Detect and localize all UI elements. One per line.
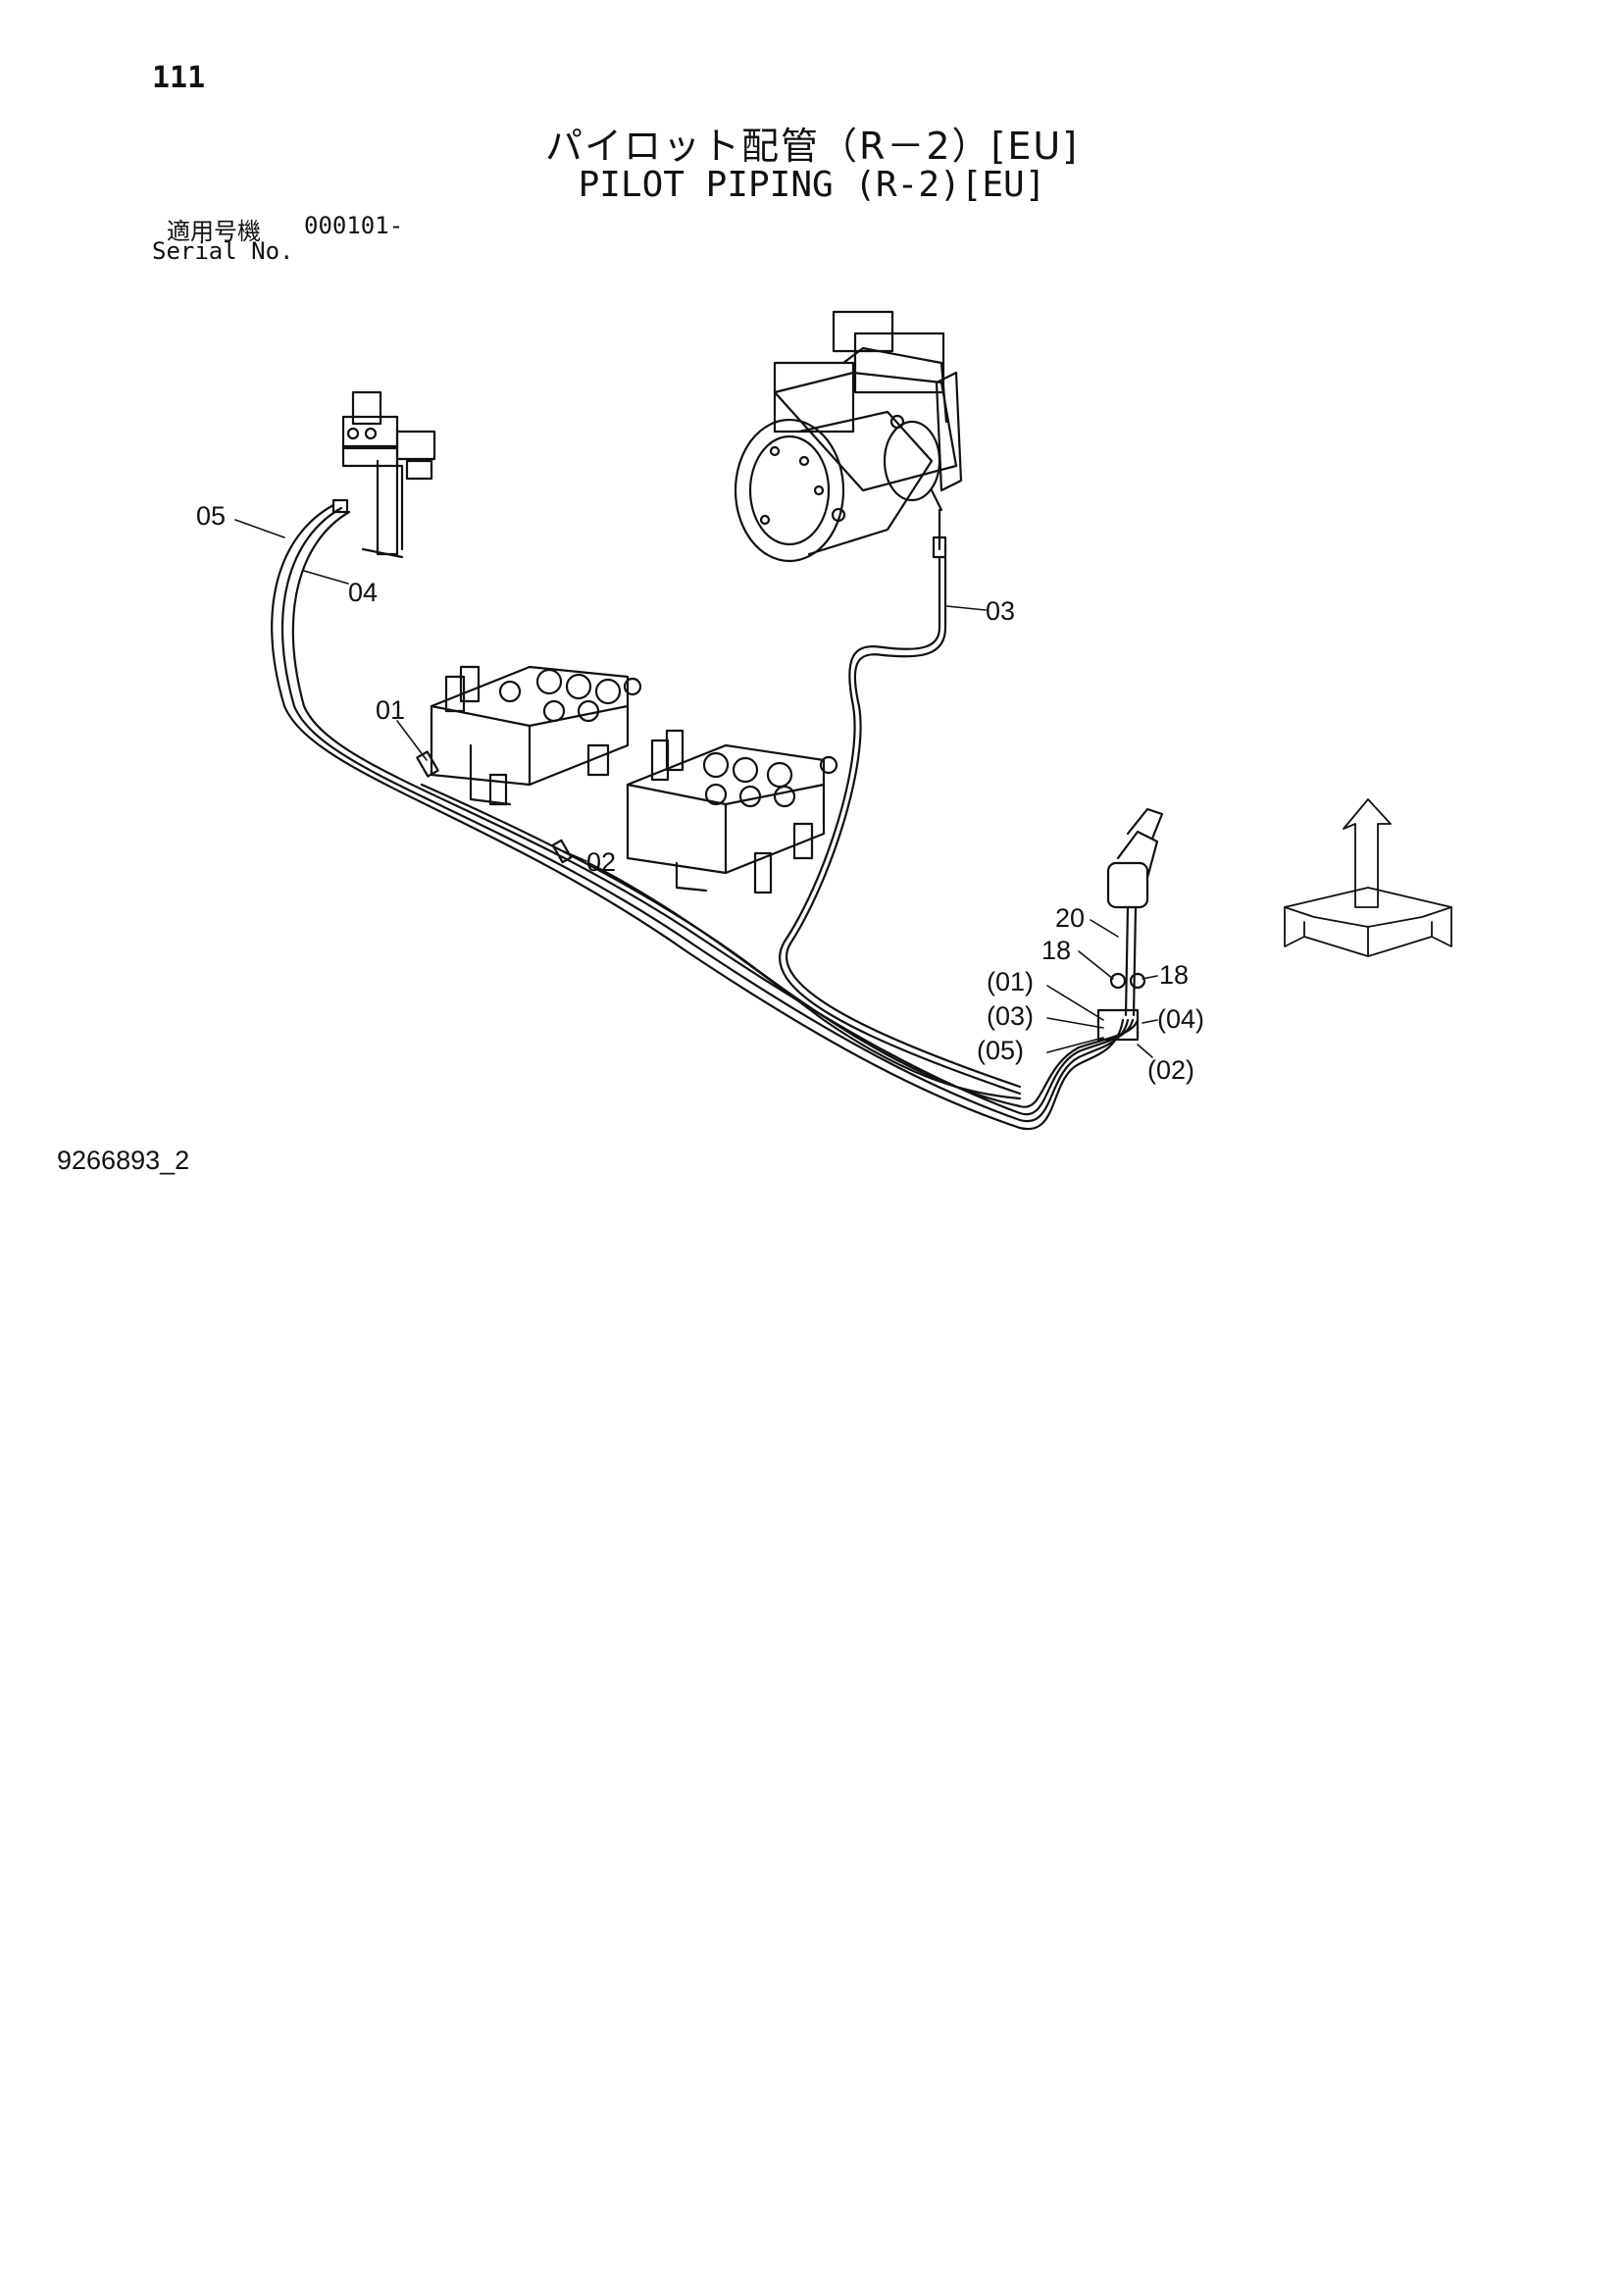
hose-03 bbox=[778, 508, 1022, 1096]
callout-05-paren: (05) bbox=[977, 1036, 1024, 1065]
page-title-japanese: パイロット配管（R－2）[EU] bbox=[544, 125, 1080, 168]
page-number: 111 bbox=[152, 61, 206, 95]
serial-number-value: 000101- bbox=[304, 212, 404, 239]
callout-02: 02 bbox=[586, 847, 616, 877]
callout-18-left: 18 bbox=[1041, 936, 1071, 965]
joystick-fittings bbox=[1096, 1008, 1140, 1042]
callout-02-paren: (02) bbox=[1147, 1055, 1194, 1085]
fitting-05 bbox=[331, 498, 349, 514]
callout-04: 04 bbox=[348, 578, 378, 607]
callout-01-paren: (01) bbox=[987, 967, 1034, 996]
callout-03-paren: (03) bbox=[987, 1001, 1034, 1031]
callout-04-paren: (04) bbox=[1157, 1004, 1204, 1034]
serial-label-english: Serial No. bbox=[152, 237, 294, 265]
solenoid-valve-bracket bbox=[341, 390, 436, 559]
callout-01: 01 bbox=[376, 695, 405, 725]
control-valve-block-left bbox=[430, 665, 642, 806]
serial-label-japanese: 適用号機 bbox=[167, 218, 261, 245]
callout-03: 03 bbox=[986, 596, 1015, 626]
control-valve-block-right bbox=[626, 729, 838, 894]
page-title-english: PILOT PIPING (R-2)[EU] bbox=[578, 165, 1046, 205]
joystick-lever bbox=[1106, 807, 1164, 1017]
pilot-piping-diagram: 05 04 03 01 02 20 18 18 (01) (03) (05) (… bbox=[196, 310, 1452, 1131]
motor-unit bbox=[734, 310, 963, 563]
callout-leaders bbox=[234, 519, 1158, 1058]
callout-18-right: 18 bbox=[1159, 960, 1189, 990]
orientation-symbol-icon bbox=[1284, 798, 1452, 957]
drawing-number: 9266893_2 bbox=[57, 1146, 190, 1175]
fitting-02 bbox=[551, 839, 573, 864]
fitting-01 bbox=[416, 750, 439, 778]
hose-bundle bbox=[271, 503, 1140, 1131]
callout-20: 20 bbox=[1055, 903, 1085, 933]
callout-05: 05 bbox=[196, 501, 226, 531]
